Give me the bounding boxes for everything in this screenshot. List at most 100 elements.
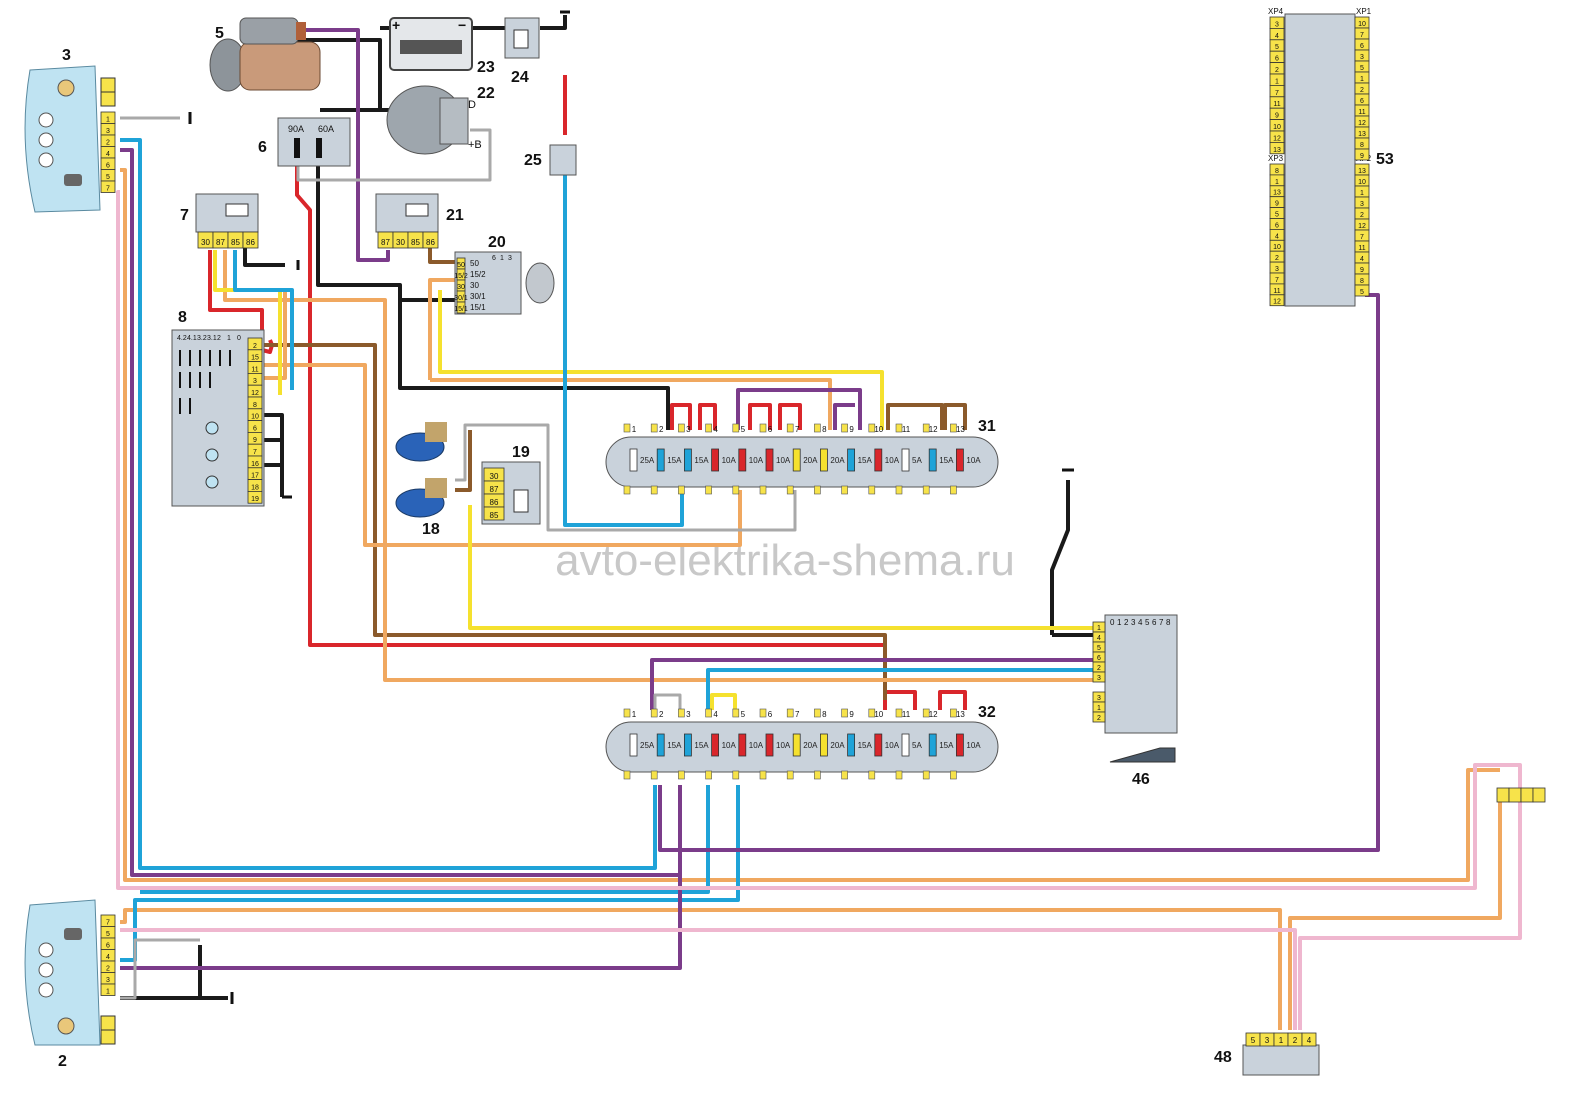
module-53-xp3-cell [1269,294,1285,307]
switch-46-pin: 5 [1097,645,1101,652]
fuse-box-31-top-clip [705,423,712,433]
relay-21-pin: 87 [381,238,390,247]
module-53-xp1-pin: 1 [1360,76,1364,83]
connector-48: 48 [1214,1044,1320,1076]
brown-wires [262,245,967,700]
fuse-box-31-number: 2 [659,425,664,434]
fuse-box-32-rating: 5A [912,741,922,750]
module-53-xp3-pin: 4 [1275,233,1279,240]
headlamp-3-pin: 7 [106,186,110,193]
fuse-box-31-fuse [956,448,964,472]
fuse-box-32-body [605,721,999,773]
module-53-xp1-cell [1354,148,1370,161]
module-53-xp2-pin: 4 [1360,256,1364,263]
switch-46-header: 5 [1145,618,1150,627]
fuse-box-32-number: 6 [768,710,773,719]
fuse-box-31-top-clip [759,423,767,433]
fuse-box-32-top-clip [759,708,767,718]
fuse-box-32-bottom-clip [650,770,658,780]
fuse-box-31-rating: 10A [885,456,900,465]
fuse-box-32-fuse [656,733,665,757]
fuse-6-rating-1: 90A [288,124,304,134]
headlamp-2-cell [100,1029,116,1045]
connector-48-pin: 3 [1265,1036,1270,1045]
fuse-box-31-bottom-clip [623,485,631,495]
module-53-xp1-pin: 6 [1360,98,1364,105]
label-23: 23 [477,59,495,76]
module-53-xp1: XP1 [1356,7,1372,16]
fuse-box-32-fuse [928,733,937,757]
starter-5: 5 [209,17,321,92]
label-21: 21 [446,207,464,224]
module-53-xp4-pin: 13 [1273,147,1281,154]
switch-8-pin: 17 [251,473,259,480]
generator-pin-d: D [468,99,476,111]
purple-wires [120,28,1380,970]
fuse-box-31-top-clip [732,423,740,433]
module-53-xp1-pin: 12 [1358,120,1366,127]
fuse-box-31-top-clip [814,423,821,433]
module-53-xp1-pin: 13 [1358,131,1366,138]
fuse-box-31-top-clip [678,423,685,433]
fuse-box-31-bottom-clip [922,485,930,495]
fuse-box-32-number: 3 [686,710,691,719]
connector-48-pin: 4 [1307,1036,1312,1045]
fuse-box-32-bottom-clip [950,770,957,780]
headlamp-2-pin: 5 [106,931,110,938]
module-53-xp2-pin: 12 [1358,223,1366,230]
module-53-xp3-pin: 10 [1273,244,1281,251]
connector-right-cell [1508,787,1522,803]
ignition-20-cell [456,301,466,314]
switch-46-header: 1 [1117,618,1122,627]
switch-8-pin: 10 [251,414,259,421]
fuse-box-32-bottom-clip [841,770,848,780]
relay-21-cell [422,231,439,249]
module-53-xp4-pin: 12 [1273,135,1281,142]
label-5: 5 [215,25,224,42]
headlamp-2-cell [100,983,116,996]
switch-46-cell [1092,711,1106,723]
fuse-box-31-fuse [792,448,801,472]
label-7: 7 [180,207,189,224]
fuse-box-31-bottom-clip [868,485,876,495]
label-8: 8 [178,309,187,326]
switch-46-pin: 6 [1097,655,1101,662]
fuse-box-32-rating: 15A [858,741,873,750]
module-53-xp2-pin: 3 [1360,201,1364,208]
headlamp-3-pin: 6 [106,163,110,170]
fuse-box-31-bottom-clip [814,485,821,495]
fuse-box-31-number: 9 [849,425,854,434]
headlamp-2-pin: 7 [106,920,110,927]
ignition-20-pin: 30 [457,284,465,291]
headlamp-3-pin: 1 [106,117,110,124]
switch-46: 46 [1104,614,1178,788]
ignition-20-pin: 15/1 [454,306,468,313]
fuse-box-32-number: 13 [956,710,965,719]
switch-46-header: 7 [1159,618,1164,627]
fuse-box-32-rating: 10A [776,741,791,750]
module-53-xp2-pin: 1 [1360,190,1364,197]
switch-8-pin: 16 [251,461,259,468]
switch-46-header: 4 [1138,618,1143,627]
module-53-xp2-pin: 2 [1360,212,1364,219]
fuse-box-32-rating: 20A [830,741,845,750]
fuse-box-32-number: 5 [741,710,746,719]
fuse-box-32-fuse [847,733,855,757]
module-53-xp1-pin: 2 [1360,87,1364,94]
fuse-box-32-top-clip [732,708,740,718]
connector-48-pin: 5 [1251,1036,1256,1045]
relay-19-pin: 30 [490,472,499,481]
fuse-box-32-fuse [765,733,774,757]
module-53-xp1-pin: 11 [1358,109,1365,116]
module-53-xp4-cell [1269,141,1285,155]
fuse-box-31-top-clip [895,423,903,433]
label-22: 22 [477,85,495,102]
module-53-xp4-pin: 1 [1275,78,1279,85]
module-53: XP4 XP1 XP3 XP2 53 [1268,7,1394,307]
fuse-box-32-rating: 25A [640,741,655,750]
fuse-box-31-top-clip [841,423,848,433]
headlamp-2-pin: 4 [106,954,110,961]
fuse-box-31-rating: 10A [722,456,737,465]
fuse-box-32-rating: 15A [939,741,954,750]
fuse-box-31-fuse [684,448,692,472]
